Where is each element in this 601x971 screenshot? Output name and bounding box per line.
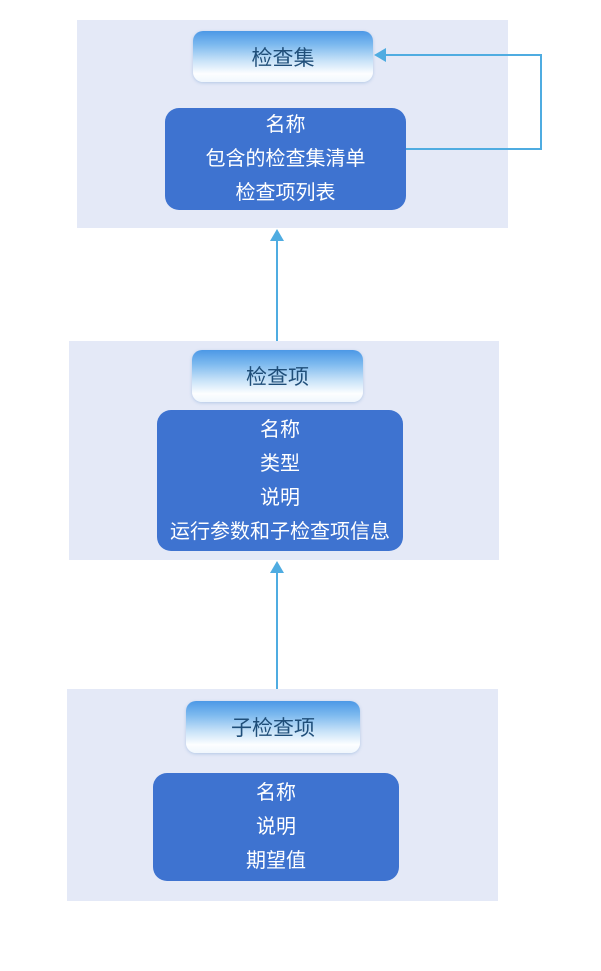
- arrow-check-item-to-check-set-line: [276, 240, 278, 341]
- attribute-line: 包含的检查集清单: [205, 148, 366, 170]
- attribute-line: 说明: [256, 816, 296, 838]
- arrow-up-icon: [270, 229, 284, 241]
- arrow-up-icon: [270, 561, 284, 573]
- self-loop-right-segment: [540, 54, 542, 150]
- attribute-line: 说明: [260, 486, 300, 509]
- node-sub-check-item: 子检查项: [186, 701, 360, 753]
- attribute-line: 名称: [260, 418, 300, 441]
- node-check-set: 检查集: [193, 31, 373, 82]
- attribute-line: 名称: [265, 114, 306, 136]
- node-check-item-label: 检查项: [246, 366, 309, 389]
- attribute-line: 检查项列表: [235, 182, 336, 204]
- node-check-item: 检查项: [192, 350, 363, 402]
- attribute-line: 名称: [256, 782, 296, 804]
- panel-check-item: 检查项 名称 类型 说明 运行参数和子检查项信息: [69, 341, 499, 560]
- attribute-line: 期望值: [246, 850, 306, 872]
- panel-sub-check-item: 子检查项 名称 说明 期望值: [67, 689, 498, 901]
- node-check-set-attributes: 名称 包含的检查集清单 检查项列表: [165, 108, 406, 210]
- attribute-line: 运行参数和子检查项信息: [170, 520, 390, 543]
- arrow-left-icon: [374, 48, 386, 62]
- node-check-set-label: 检查集: [251, 46, 315, 70]
- node-check-item-attributes: 名称 类型 说明 运行参数和子检查项信息: [157, 410, 403, 551]
- attribute-line: 类型: [260, 452, 300, 475]
- node-sub-check-item-attributes: 名称 说明 期望值: [153, 773, 399, 881]
- self-loop-bottom-segment: [406, 148, 542, 150]
- self-loop-top-segment: [386, 54, 541, 56]
- node-sub-check-item-label: 子检查项: [231, 717, 315, 740]
- arrow-sub-check-item-to-check-item-line: [276, 572, 278, 689]
- panel-check-set: 检查集 名称 包含的检查集清单 检查项列表: [77, 20, 508, 228]
